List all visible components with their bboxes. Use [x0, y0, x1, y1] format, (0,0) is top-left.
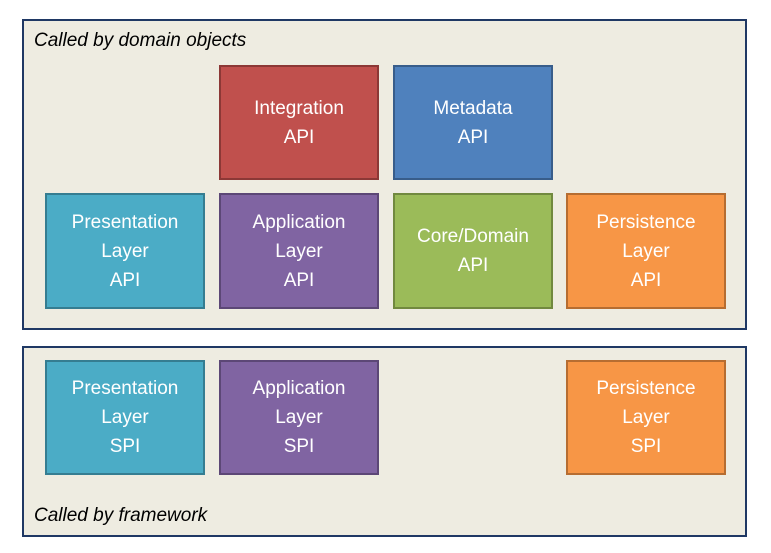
box-line: Layer — [622, 407, 670, 428]
presentation-layer-spi-box: Presentation Layer SPI — [45, 360, 205, 475]
box-line: API — [283, 126, 315, 148]
box-line: API — [109, 269, 141, 291]
box-line: API — [457, 126, 489, 148]
box-line: SPI — [283, 436, 315, 457]
box-line: Layer — [101, 407, 149, 428]
box-line: API — [457, 255, 489, 276]
box-line: Application — [252, 211, 346, 233]
box-line: Persistence — [596, 378, 696, 399]
persistence-layer-spi-box: Persistence Layer SPI — [566, 360, 726, 475]
box-line: Layer — [275, 240, 323, 262]
application-layer-spi-box: Application Layer SPI — [219, 360, 379, 475]
persistence-layer-api-box: Persistence Layer API — [566, 193, 726, 309]
box-line: Layer — [622, 240, 670, 262]
core-domain-api-box: Core/Domain API — [393, 193, 553, 309]
box-line: API — [630, 269, 662, 291]
spi-panel-caption: Called by framework — [34, 505, 208, 526]
application-layer-api-box: Application Layer API — [219, 193, 379, 309]
presentation-layer-api-box: Presentation Layer API — [45, 193, 205, 309]
box-line: Metadata — [433, 97, 513, 119]
metadata-api-box: Metadata API — [393, 65, 553, 180]
box-line: Layer — [101, 240, 149, 262]
box-line: Layer — [275, 407, 323, 428]
box-line: Application — [252, 378, 346, 399]
box-line: Core/Domain — [417, 226, 529, 247]
box-line: Persistence — [596, 211, 696, 233]
box-line: SPI — [109, 436, 141, 457]
box-line: API — [283, 269, 315, 291]
box-line: Presentation — [71, 211, 179, 233]
integration-api-box: Integration API — [219, 65, 379, 180]
box-line: Integration — [254, 97, 344, 119]
box-line: SPI — [630, 436, 662, 457]
box-line: Presentation — [71, 378, 179, 399]
api-panel-caption: Called by domain objects — [34, 30, 247, 51]
